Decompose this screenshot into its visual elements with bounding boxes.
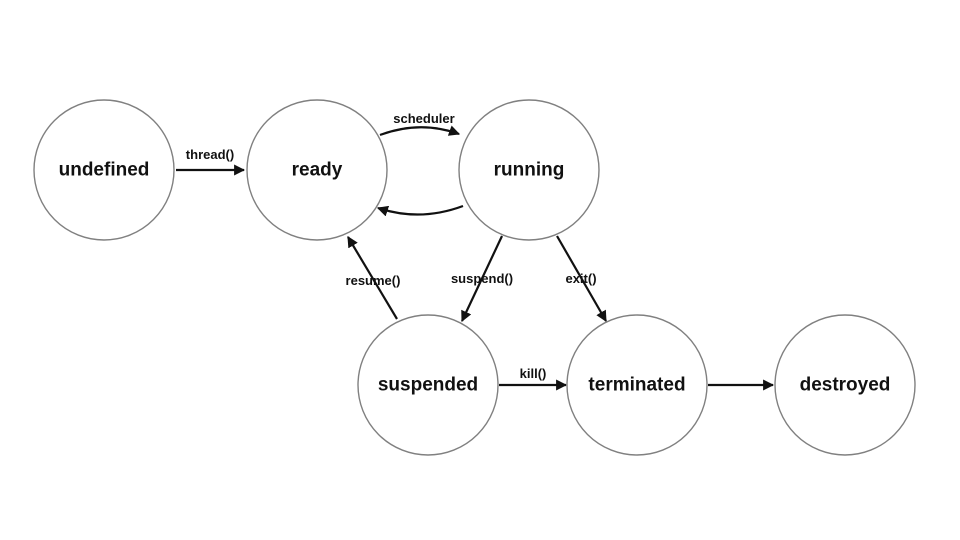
transition-label-kill: kill() bbox=[520, 366, 547, 381]
states: undefined ready running suspended termin… bbox=[33, 99, 916, 456]
transitions bbox=[176, 125, 775, 391]
arrow-suspended-to-ready bbox=[347, 236, 398, 320]
arrow-running-to-terminated bbox=[556, 235, 607, 322]
transition-label-suspend: suspend() bbox=[451, 271, 513, 286]
state-terminated-circle bbox=[566, 314, 708, 456]
arrow-ready-to-running bbox=[379, 125, 461, 137]
transition-label-resume: resume() bbox=[346, 273, 401, 288]
state-suspended: suspended bbox=[357, 314, 499, 456]
state-ready-label: ready bbox=[292, 160, 343, 181]
state-terminated: terminated bbox=[566, 314, 708, 456]
state-undefined: undefined bbox=[33, 99, 175, 241]
state-destroyed-label: destroyed bbox=[800, 375, 891, 396]
state-undefined-label: undefined bbox=[59, 160, 150, 181]
state-undefined-circle bbox=[33, 99, 175, 241]
state-running-label: running bbox=[494, 160, 565, 181]
state-terminated-label: terminated bbox=[588, 375, 685, 396]
state-ready-circle bbox=[246, 99, 388, 241]
state-ready: ready bbox=[246, 99, 388, 241]
state-destroyed-circle bbox=[774, 314, 916, 456]
transition-labels: thread() scheduler suspend() exit() resu… bbox=[186, 111, 597, 381]
state-destroyed: destroyed bbox=[774, 314, 916, 456]
state-suspended-circle bbox=[357, 314, 499, 456]
state-running: running bbox=[458, 99, 600, 241]
state-running-circle bbox=[458, 99, 600, 241]
transition-label-exit: exit() bbox=[565, 271, 596, 286]
transition-label-thread: thread() bbox=[186, 147, 234, 162]
state-suspended-label: suspended bbox=[378, 375, 478, 396]
transition-label-scheduler: scheduler bbox=[393, 111, 454, 126]
arrow-running-to-suspended bbox=[461, 235, 503, 322]
arrow-running-to-ready bbox=[376, 204, 464, 217]
